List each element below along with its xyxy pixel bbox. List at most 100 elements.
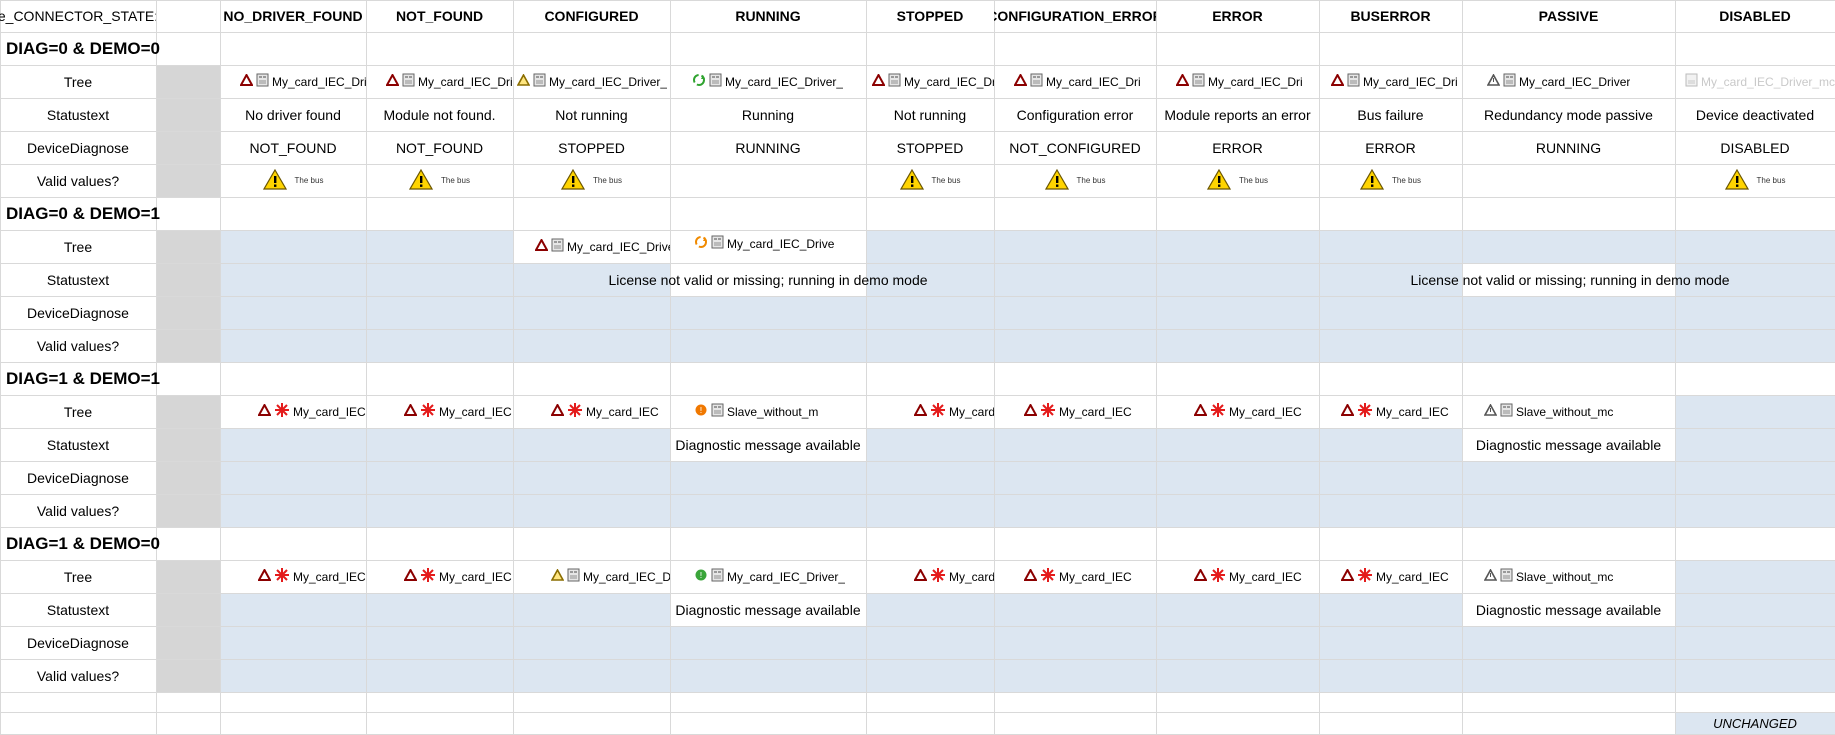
device-card-icon <box>711 568 724 585</box>
diag-tree-item-3[interactable]: !My_card_IEC_Driver_ <box>670 560 866 593</box>
s2-tree-running[interactable]: My_card_IEC_Drive <box>670 230 866 257</box>
grid-row-line <box>0 164 1835 165</box>
diagnostic-star-icon <box>567 402 583 421</box>
tree-item-1[interactable]: My_card_IEC_Dri <box>366 65 513 98</box>
tree-item-0[interactable]: My_card_IEC_Dri <box>220 65 366 98</box>
tree-item-9[interactable]: My_card_IEC_Driver_mc <box>1675 65 1835 98</box>
device-card-icon <box>1500 403 1513 420</box>
diagnostic-star-icon <box>1357 402 1373 421</box>
error-triangle-icon <box>257 402 272 419</box>
diag-tree-item-2[interactable]: My_card_IEC_Driver_ <box>513 560 670 593</box>
devicediagnose-8: RUNNING <box>1535 139 1602 156</box>
diag-tree-item-5[interactable]: My_card_IEC <box>994 560 1156 593</box>
grid-row-line <box>0 329 1835 330</box>
section-title-diag0-demo0: DIAG=0 & DEMO=0 <box>6 38 160 58</box>
warning-icon <box>1207 168 1232 193</box>
statustext-7: Bus failure <box>1357 106 1424 123</box>
devicediagnose-4: STOPPED <box>896 139 964 156</box>
error-triangle-icon <box>1340 567 1355 584</box>
error-triangle-icon <box>1340 402 1355 419</box>
row-label-statustext: Statustext <box>46 601 110 618</box>
tree-item-2[interactable]: My_card_IEC_Driver_ <box>513 65 670 98</box>
diag-tree-item-7[interactable]: My_card_IEC <box>1319 395 1462 428</box>
valid-values-warning-6: The bus <box>1156 164 1319 197</box>
devicediagnose-5: NOT_CONFIGURED <box>1009 139 1141 156</box>
tree-item-8[interactable]: My_card_IEC_Driver <box>1462 65 1675 98</box>
tree-item-4[interactable]: My_card_IEC_Dri <box>866 65 994 98</box>
diag-tree-item-8[interactable]: Slave_without_mc <box>1462 395 1675 428</box>
diagnostic-star-icon <box>1357 567 1373 586</box>
tree-item-label: My_card_IEC_Dri <box>1046 74 1141 89</box>
error-triangle-icon <box>385 72 400 89</box>
device-card-icon <box>1192 73 1205 90</box>
valid-values-warning-2: The bus <box>513 164 670 197</box>
diag-tree-item-1[interactable]: My_card_IEC <box>366 560 513 593</box>
error-triangle-icon <box>1175 72 1190 89</box>
diag-tree-item-6[interactable]: My_card_IEC <box>1156 395 1319 428</box>
device-card-icon <box>709 73 722 90</box>
column-header-running: RUNNING <box>735 8 801 24</box>
diag-tree-item-4[interactable]: My_card_IEC <box>866 395 994 428</box>
grid-row-line <box>0 527 1835 528</box>
error-triangle-icon <box>534 237 549 254</box>
tree-item-6[interactable]: My_card_IEC_Dri <box>1156 65 1319 98</box>
warning-caption: The bus <box>1076 176 1106 185</box>
warning-caption: The bus <box>931 176 961 185</box>
warning-icon <box>1360 168 1385 193</box>
diag-tree-item-3[interactable]: !Slave_without_m <box>670 395 866 428</box>
tree-item-3[interactable]: My_card_IEC_Driver_ <box>670 65 866 98</box>
warning-caption: The bus <box>593 176 622 185</box>
diag-tree-item-0[interactable]: My_card_IEC <box>220 560 366 593</box>
diag-tree-item-0[interactable]: My_card_IEC <box>220 395 366 428</box>
column-header-configuration-error: CONFIGURATION_ERROR <box>994 8 1156 24</box>
row-label-devicediagnose: DeviceDiagnose <box>27 139 129 156</box>
error-triangle-icon <box>550 402 565 419</box>
grid-col-line <box>156 0 157 734</box>
device-card-icon <box>533 73 546 90</box>
grid-col-line <box>866 0 867 734</box>
diag-tree-item-1[interactable]: My_card_IEC <box>366 395 513 428</box>
tree-item-label: My_card_IEC <box>1229 404 1302 419</box>
diag-tree-item-4[interactable]: My_card_IEC <box>866 560 994 593</box>
diag-tree-item-5[interactable]: My_card_IEC <box>994 395 1156 428</box>
tree-item-label: My_card_IEC_Driver_ <box>549 74 668 89</box>
tree-item-label: My_card_IEC_Dri <box>904 74 994 89</box>
diagnostic-star-icon <box>420 567 436 586</box>
devicediagnose-9: DISABLED <box>1720 139 1790 156</box>
devicediagnose-7: ERROR <box>1365 139 1416 156</box>
grid-col-line <box>670 0 671 734</box>
diag-area-section4-disabled-tree <box>1675 560 1835 593</box>
tree-item-label: My_card_IEC <box>586 404 659 419</box>
error-triangle-icon <box>913 567 928 584</box>
tree-item-label: Slave_without_m <box>727 404 819 419</box>
passive-triangle-icon <box>1486 73 1501 89</box>
device-card-icon <box>1503 73 1516 90</box>
column-header-passive: PASSIVE <box>1538 8 1599 24</box>
diag-tree-item-2[interactable]: My_card_IEC <box>513 395 670 428</box>
warning-caption: The bus <box>1756 176 1786 185</box>
section-title-diag1-demo1: DIAG=1 & DEMO=1 <box>6 368 160 388</box>
grid-row-line <box>0 263 1835 264</box>
statustext-4: Not running <box>893 106 967 123</box>
tree-item-label: My_card_IEC_Drive <box>727 236 835 251</box>
refresh-orange-icon <box>694 235 708 252</box>
diag-tree-item-6[interactable]: My_card_IEC <box>1156 560 1319 593</box>
grid-row-line <box>0 230 1835 231</box>
unchanged-fill <box>1675 712 1835 734</box>
error-triangle-icon <box>403 402 418 419</box>
diag-tree-item-8[interactable]: Slave_without_mc <box>1462 560 1675 593</box>
tree-item-7[interactable]: My_card_IEC_Dri <box>1319 65 1462 98</box>
s2-tree-configured[interactable]: My_card_IEC_Drive <box>513 230 670 263</box>
diagnostic-star-icon <box>274 402 290 421</box>
diagnostic-star-icon <box>420 402 436 421</box>
row-label-tree: Tree <box>63 568 93 585</box>
grid-col-line <box>220 0 221 734</box>
grid-row-line <box>0 362 1835 363</box>
tree-item-label: My_card_IEC <box>1059 569 1132 584</box>
grid-col-line <box>994 0 995 734</box>
s2-statustext-right: License not valid or missing; running in… <box>1410 271 1730 288</box>
grid-row-line <box>0 560 1835 561</box>
diag-tree-item-7[interactable]: My_card_IEC <box>1319 560 1462 593</box>
tree-item-label: My_card_IEC_Driver <box>1519 74 1631 89</box>
tree-item-5[interactable]: My_card_IEC_Dri <box>994 65 1156 98</box>
